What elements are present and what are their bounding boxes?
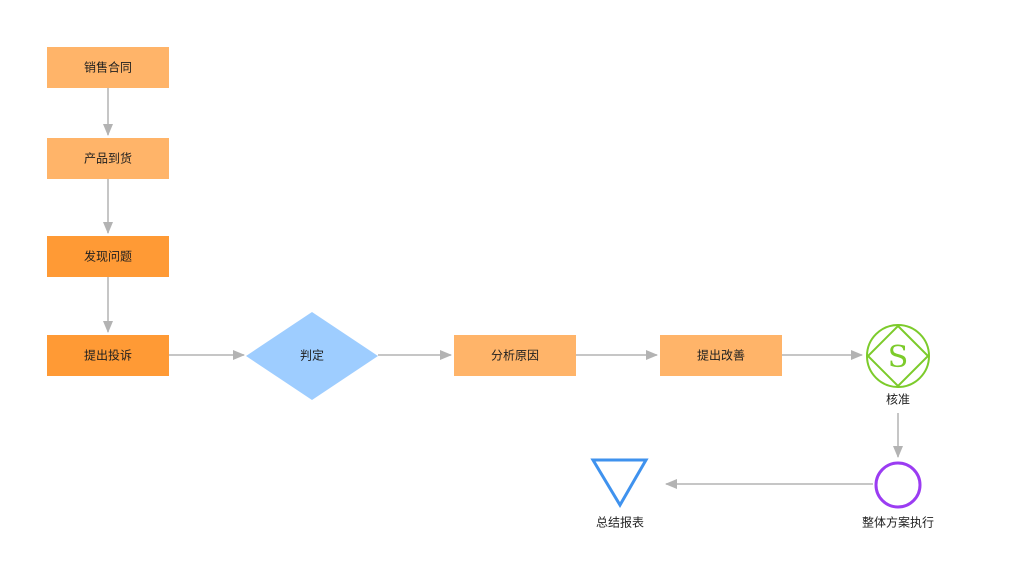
node-judge-label: 判定 [300, 348, 324, 363]
node-product-arrival-box [47, 138, 169, 179]
node-raise-complaint-box [47, 335, 169, 376]
node-product-arrival[interactable]: 产品到货 [47, 138, 169, 179]
node-analyze-cause-label: 分析原因 [491, 349, 539, 363]
summary-triangle-icon [590, 458, 649, 508]
node-summary-report[interactable]: 总结报表 [590, 458, 649, 530]
node-find-problem-box [47, 236, 169, 277]
node-propose-improvement-box [660, 335, 782, 376]
node-execute-plan-label: 整体方案执行 [862, 515, 934, 530]
approve-symbol: S [888, 340, 909, 375]
node-raise-complaint-label: 提出投诉 [84, 348, 132, 363]
node-analyze-cause-box [454, 335, 576, 376]
node-sales-contract-box [47, 47, 169, 88]
node-find-problem-label: 发现问题 [84, 249, 132, 264]
node-approve[interactable]: S 核准 [866, 324, 930, 407]
node-approve-label: 核准 [886, 393, 910, 407]
node-analyze-cause[interactable]: 分析原因 [454, 335, 576, 376]
execute-circle-icon [874, 461, 922, 509]
node-find-problem[interactable]: 发现问题 [47, 236, 169, 277]
node-propose-improvement[interactable]: 提出改善 [660, 335, 782, 376]
node-product-arrival-label: 产品到货 [84, 151, 132, 166]
node-sales-contract[interactable]: 销售合同 [47, 47, 169, 88]
node-raise-complaint[interactable]: 提出投诉 [47, 335, 169, 376]
node-judge-diamond [246, 312, 378, 400]
node-execute-plan[interactable]: 整体方案执行 [862, 461, 934, 530]
node-sales-contract-label: 销售合同 [84, 60, 132, 75]
approve-diamond-icon [866, 324, 930, 388]
node-summary-report-label: 总结报表 [596, 515, 644, 530]
node-propose-improvement-label: 提出改善 [697, 348, 745, 363]
node-judge[interactable]: 判定 [246, 312, 378, 400]
connectors [103, 88, 903, 489]
